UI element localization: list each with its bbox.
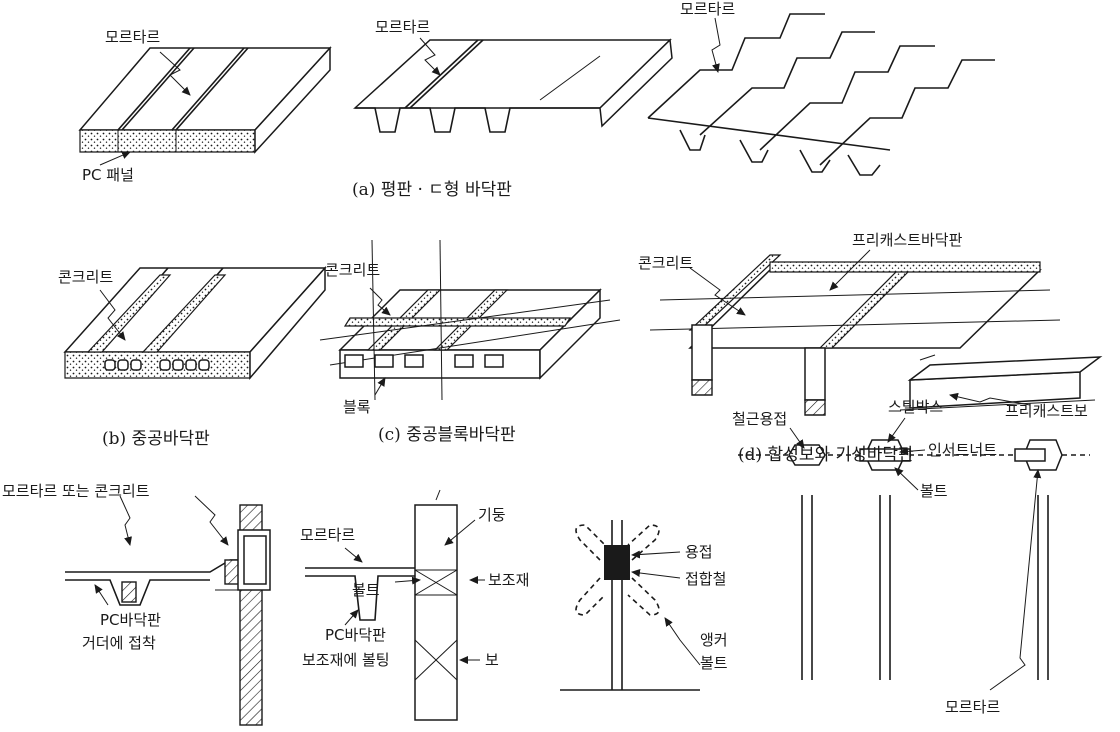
leader-lines — [94, 17, 1042, 691]
label-b-concrete: 콘크리트 — [58, 268, 113, 286]
label-a-pc-panel: PC 패널 — [82, 166, 134, 184]
label-c-block: 블록 — [343, 398, 371, 416]
panel-c-block-slab — [319, 239, 621, 401]
label-h-insert-nut: 인서트너트 — [928, 441, 997, 459]
label-f-mortar: 모르타르 — [300, 526, 355, 544]
detail-g-weld-joint — [560, 520, 700, 691]
label-e-pc-slab: PC바닥판 — [100, 611, 161, 629]
label-h-mortar: 모르타르 — [945, 698, 1000, 716]
label-f-column: 기둥 — [478, 506, 506, 524]
caption-d: (d) 합성보와 기성바닥판 — [738, 445, 914, 465]
panel-d-composite-slab — [649, 254, 1103, 416]
panel-b-hollow-slab — [63, 266, 327, 381]
caption-b: (b) 중공바닥판 — [102, 429, 210, 449]
label-c-concrete: 콘크리트 — [325, 261, 380, 279]
panel-a-folded-slab — [647, 13, 995, 176]
label-h-bolt: 볼트 — [920, 482, 948, 500]
label-f-beam: 보 — [485, 651, 499, 669]
label-f-aux-bolting: 보조재에 볼팅 — [302, 651, 390, 669]
detail-h-steel-box — [738, 439, 1090, 680]
label-f-aux: 보조재 — [488, 571, 529, 589]
label-g-weld: 용접 — [685, 543, 713, 561]
label-g-anchor: 앵커 — [700, 631, 728, 649]
caption-c: (c) 중공블록바닥판 — [378, 425, 516, 445]
detail-e-girder-bond — [65, 504, 271, 726]
label-e-mortar-or-concrete: 모르타르 또는 콘크리트 — [2, 482, 150, 500]
label-g-anchor-bolt: 볼트 — [700, 654, 728, 672]
label-d-concrete: 콘크리트 — [638, 254, 693, 272]
label-h-steel-box: 스틸박스 — [888, 398, 943, 416]
detail-f-aux-bolt — [305, 489, 458, 721]
label-e-girder-bond: 거더에 접착 — [82, 634, 156, 652]
hollow-core-voids — [104, 359, 210, 371]
panel-a-channel-slab — [353, 38, 673, 133]
label-a-mortar-2: 모르타르 — [375, 18, 430, 36]
label-g-joint-plate: 접합철 — [685, 570, 726, 588]
label-d-precast-beam: 프리캐스트보 — [1005, 402, 1088, 420]
label-a-mortar-1: 모르타르 — [105, 28, 160, 46]
panel-a-flat-slab — [78, 46, 332, 154]
label-a-mortar-3: 모르타르 — [680, 0, 735, 18]
label-f-bolt: 볼트 — [352, 581, 380, 599]
caption-a: (a) 평판 · ㄷ형 바닥판 — [352, 180, 512, 200]
label-d-precast-slab: 프리캐스트바닥판 — [852, 231, 963, 249]
label-h-rebar-weld: 철근용접 — [732, 410, 787, 428]
label-f-pc-slab: PC바닥판 — [325, 626, 386, 644]
labels: 모르타르 모르타르 모르타르 PC 패널 (a) 평판 · ㄷ형 바닥판 콘크리… — [2, 0, 1088, 716]
